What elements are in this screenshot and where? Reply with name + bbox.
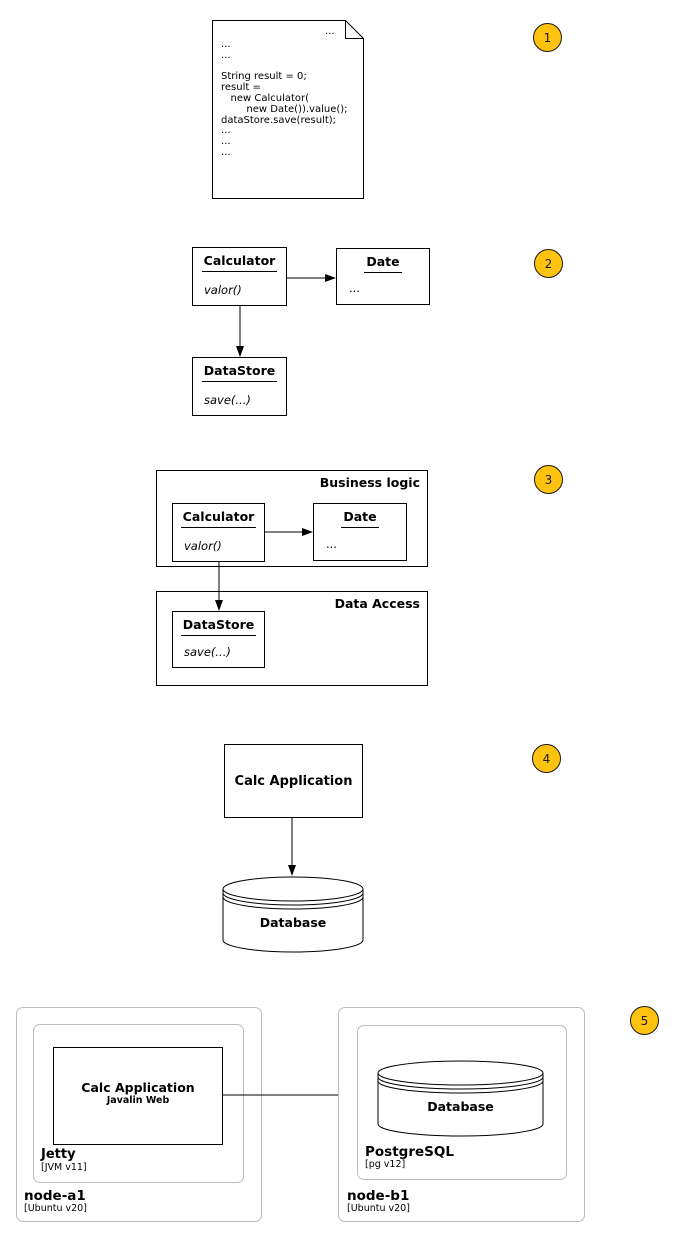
class-date: Date ...: [313, 503, 407, 561]
badge-3: 3: [534, 465, 563, 494]
class-calculator: Calculator valor(): [172, 503, 265, 562]
node-stereotype: [pg v12]: [365, 1159, 406, 1171]
database-cylinder: [222, 876, 364, 953]
class-name: Date: [337, 249, 429, 273]
badge-2: 2: [534, 249, 563, 278]
component-label: Calc Application: [234, 773, 353, 789]
class-body: ...: [326, 537, 337, 551]
class-name: Calculator: [173, 504, 264, 528]
database-label: Database: [259, 915, 327, 930]
node-stereotype: [Ubuntu v20]: [347, 1203, 410, 1215]
class-method: valor(): [184, 539, 222, 553]
class-name: Calculator: [193, 248, 286, 272]
code-document-shape: [212, 20, 364, 199]
node-name: PostgreSQL: [365, 1143, 454, 1160]
artifact-name: Calc Application: [81, 1080, 195, 1095]
class-body: ...: [349, 281, 360, 295]
class-method: save(...): [204, 393, 251, 407]
package-label: Business logic: [319, 475, 420, 490]
class-datastore: DataStore save(...): [192, 357, 287, 416]
class-method: valor(): [204, 283, 242, 297]
arrow-calculator-to-datastore: [236, 306, 244, 357]
node-name: node-a1: [24, 1187, 86, 1204]
node-stereotype: [JVM v11]: [41, 1162, 87, 1174]
class-datastore: DataStore save(...): [172, 611, 265, 668]
class-name: Date: [314, 504, 406, 528]
class-name: DataStore: [193, 358, 286, 382]
badge-5: 5: [630, 1006, 659, 1035]
node-name: Jetty: [41, 1147, 76, 1163]
arrow-app-to-database: [288, 818, 296, 876]
code-snippet: ... ... String result = 0; result = new …: [221, 39, 348, 158]
document-corner-dots: ...: [325, 26, 335, 37]
class-method: save(...): [184, 645, 231, 659]
database-cylinder: [377, 1060, 544, 1137]
database-label: Database: [427, 1099, 494, 1114]
node-stereotype: [Ubuntu v20]: [24, 1203, 87, 1215]
arrow-calculator-to-date: [287, 274, 336, 282]
artifact-subtitle: Javalin Web: [106, 1094, 170, 1106]
badge-4: 4: [532, 744, 561, 773]
arrow-calculator-to-date: [265, 528, 313, 536]
badge-1: 1: [533, 23, 562, 52]
node-name: node-b1: [347, 1187, 410, 1204]
package-label: Data Access: [334, 596, 420, 611]
arrow-calculator-to-datastore: [215, 562, 223, 611]
class-calculator: Calculator valor(): [192, 247, 287, 306]
artifact-calc-application: Calc Application Javalin Web: [53, 1047, 223, 1145]
class-date: Date ...: [336, 248, 430, 305]
component-calc-application: Calc Application: [224, 744, 363, 818]
class-name: DataStore: [173, 612, 264, 636]
